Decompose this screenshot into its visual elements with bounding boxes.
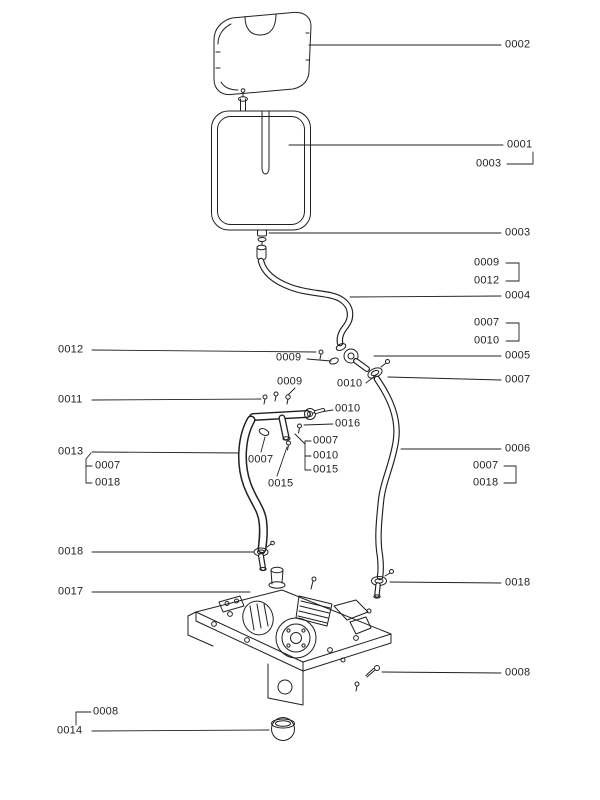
part-clamp-lower-right bbox=[371, 569, 394, 599]
callout-0018-right-a: 0018 bbox=[473, 476, 499, 489]
callout-0009-right: 0009 bbox=[474, 256, 500, 269]
callout-0008-right: 0008 bbox=[505, 666, 531, 679]
callout-0009-mid-b: 0009 bbox=[277, 375, 303, 388]
callout-0007-right-c: 0007 bbox=[473, 459, 499, 472]
callout-0012-left: 0012 bbox=[58, 343, 84, 356]
callout-0007-mid-a: 0007 bbox=[313, 434, 339, 447]
callout-0008-left: 0008 bbox=[93, 705, 119, 718]
callout-0010-mid-a: 0010 bbox=[337, 377, 363, 390]
part-tee-assembly bbox=[249, 408, 325, 451]
callout-0010-mid-b: 0010 bbox=[335, 402, 361, 415]
callout-0005: 0005 bbox=[505, 349, 531, 362]
callout-0003-lower: 0003 bbox=[505, 226, 531, 239]
part-clamp-small bbox=[329, 357, 339, 365]
callout-0001: 0001 bbox=[507, 138, 533, 151]
callout-0011: 0011 bbox=[58, 393, 83, 406]
part-hose-0006 bbox=[373, 375, 400, 581]
callout-0009-mid-a: 0009 bbox=[276, 351, 302, 364]
part-cap-0014 bbox=[271, 717, 295, 741]
callout-0010-mid-c: 0010 bbox=[313, 449, 339, 462]
part-tank bbox=[211, 88, 311, 242]
callout-0018-right-b: 0018 bbox=[505, 576, 531, 589]
callout-0016: 0016 bbox=[335, 417, 361, 430]
part-elbow-fitting bbox=[256, 241, 267, 261]
callout-0006: 0006 bbox=[505, 442, 531, 455]
part-hose-0013 bbox=[237, 415, 268, 554]
part-clamp-lower-left bbox=[253, 540, 275, 572]
callout-0007-mid-b: 0007 bbox=[248, 453, 274, 466]
callout-0013: 0013 bbox=[58, 445, 84, 458]
callout-0002: 0002 bbox=[505, 38, 531, 51]
part-small-screws bbox=[262, 349, 324, 405]
callout-0018-left-b: 0018 bbox=[58, 545, 84, 558]
callout-0010-right: 0010 bbox=[474, 334, 500, 347]
callout-0015-mid-b: 0015 bbox=[268, 477, 294, 490]
part-cover bbox=[213, 11, 312, 96]
callout-0003-upper: 0003 bbox=[476, 157, 502, 170]
part-engine-assembly bbox=[187, 566, 392, 706]
callout-0014: 0014 bbox=[57, 724, 83, 737]
leader-lines bbox=[75, 44, 534, 732]
callout-0004: 0004 bbox=[505, 289, 531, 302]
callout-0015-mid-a: 0015 bbox=[313, 463, 339, 476]
callout-0012-right: 0012 bbox=[474, 274, 500, 287]
part-fitting-0005 bbox=[335, 343, 370, 372]
callout-0018-left-a: 0018 bbox=[95, 476, 121, 489]
callout-0007-left: 0007 bbox=[95, 459, 121, 472]
part-hose-0004 bbox=[257, 257, 354, 347]
callout-0007-right-b: 0007 bbox=[505, 373, 531, 386]
part-screw-0008 bbox=[354, 665, 380, 692]
callout-0007-right-a: 0007 bbox=[474, 316, 500, 329]
callout-0017: 0017 bbox=[58, 585, 84, 598]
